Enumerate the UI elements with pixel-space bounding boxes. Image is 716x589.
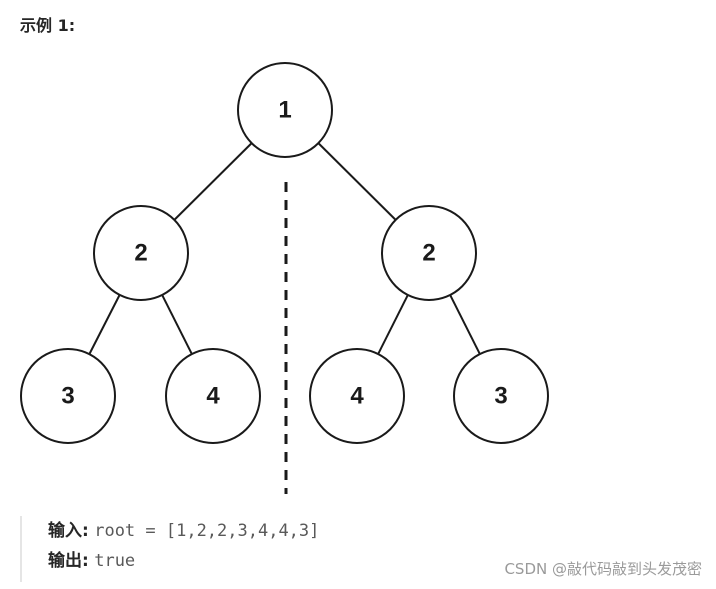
output-row: 输出: true [48, 546, 319, 576]
input-value: root = [1,2,2,3,4,4,3] [94, 521, 320, 541]
edge-right-to-right-left [377, 294, 409, 355]
input-row: 输入: root = [1,2,2,3,4,4,3] [48, 516, 319, 546]
watermark: CSDN @敲代码敲到头发茂密 [504, 560, 702, 578]
output-value: true [94, 551, 136, 571]
input-label: 输入: [48, 521, 89, 541]
tree-node-left-left: 3 [20, 348, 116, 444]
node-label-left-left: 3 [61, 383, 74, 410]
tree-node-left: 2 [93, 205, 189, 301]
tree-node-left-right: 4 [165, 348, 261, 444]
edge-right-to-right-right [449, 294, 481, 355]
node-label-left: 2 [134, 240, 147, 267]
tree-edges [88, 142, 481, 355]
edge-root-to-left [173, 142, 253, 221]
edge-left-to-left-left [88, 294, 121, 355]
tree-node-right-right: 3 [453, 348, 549, 444]
output-label: 输出: [48, 551, 89, 571]
symmetric-tree-diagram: 1 2 2 3 4 4 3 [20, 62, 549, 494]
tree-node-right: 2 [381, 205, 477, 301]
node-label-right-left: 4 [350, 383, 364, 410]
tree-node-right-left: 4 [309, 348, 405, 444]
node-circle-right-left [309, 348, 405, 444]
edge-root-to-right [317, 142, 397, 221]
node-circle-left [93, 205, 189, 301]
node-circle-root [237, 62, 333, 158]
node-circle-right-right [453, 348, 549, 444]
edge-left-to-left-right [161, 294, 193, 355]
node-circle-left-left [20, 348, 116, 444]
io-block: 输入: root = [1,2,2,3,4,4,3] 输出: true [20, 516, 319, 582]
tree-node-root: 1 [237, 62, 333, 158]
node-label-root: 1 [278, 97, 291, 124]
tree-nodes: 1 2 2 3 4 4 3 [20, 62, 549, 444]
node-circle-left-right [165, 348, 261, 444]
node-circle-right [381, 205, 477, 301]
example-title: 示例 1: [20, 16, 76, 35]
node-label-left-right: 4 [206, 383, 220, 410]
node-label-right-right: 3 [494, 383, 507, 410]
node-label-right: 2 [422, 240, 435, 267]
